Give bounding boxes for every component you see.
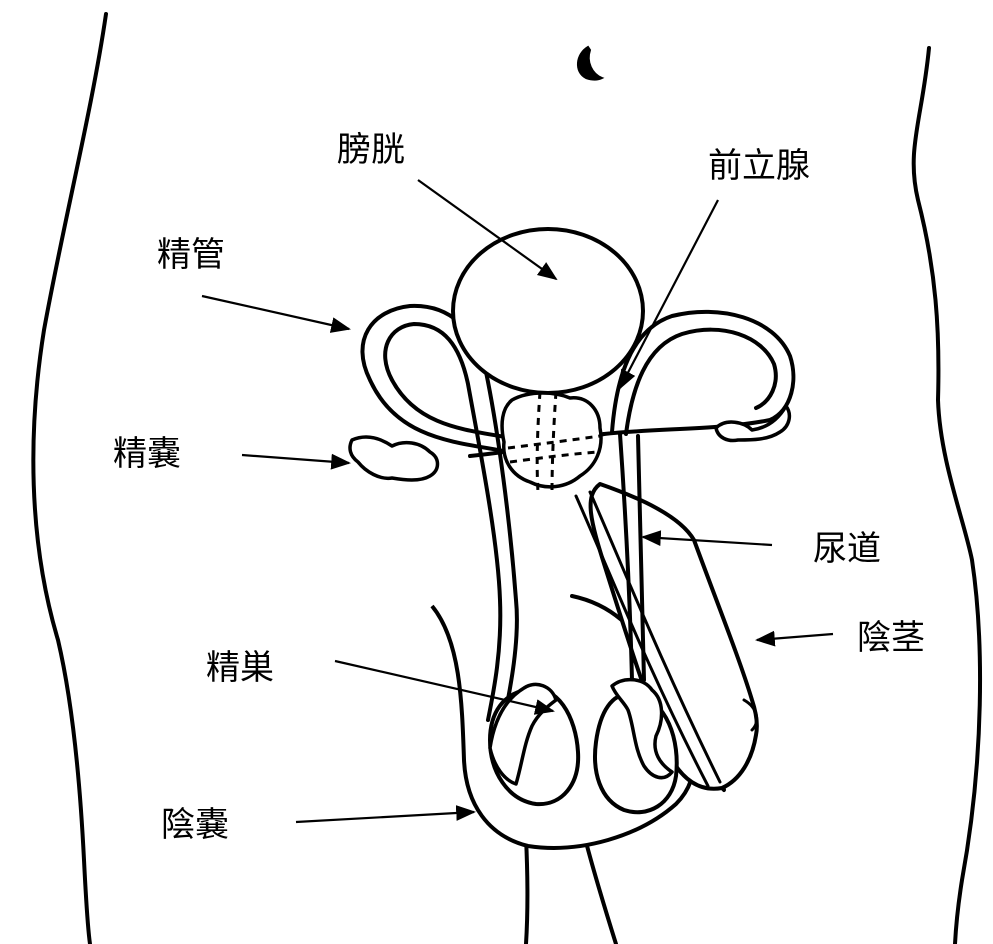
label-vas-deferens: 精管: [157, 238, 225, 272]
navel: [578, 47, 602, 80]
inner-leg-right: [586, 842, 616, 944]
label-scrotum: 陰嚢: [161, 808, 229, 842]
body-outline-left: [33, 14, 106, 944]
vas-deferens-right-inner: [626, 330, 776, 434]
label-testis: 精巣: [206, 651, 274, 685]
seminal-vesicle-left: [350, 437, 438, 480]
label-seminal-vesicle: 精嚢: [113, 437, 181, 471]
body-outline-right: [914, 48, 980, 944]
penis-leader: [757, 634, 833, 640]
label-prostate: 前立腺: [708, 149, 810, 183]
bladder: [453, 229, 643, 393]
inner-leg-left: [526, 838, 528, 944]
scrotum-leader: [296, 812, 474, 822]
label-penis: 陰茎: [857, 621, 925, 655]
label-urethra: 尿道: [813, 532, 881, 566]
vas-deferens-leader: [202, 296, 349, 329]
label-bladder: 膀胱: [337, 133, 405, 167]
seminal-vesicle-leader: [242, 455, 349, 463]
